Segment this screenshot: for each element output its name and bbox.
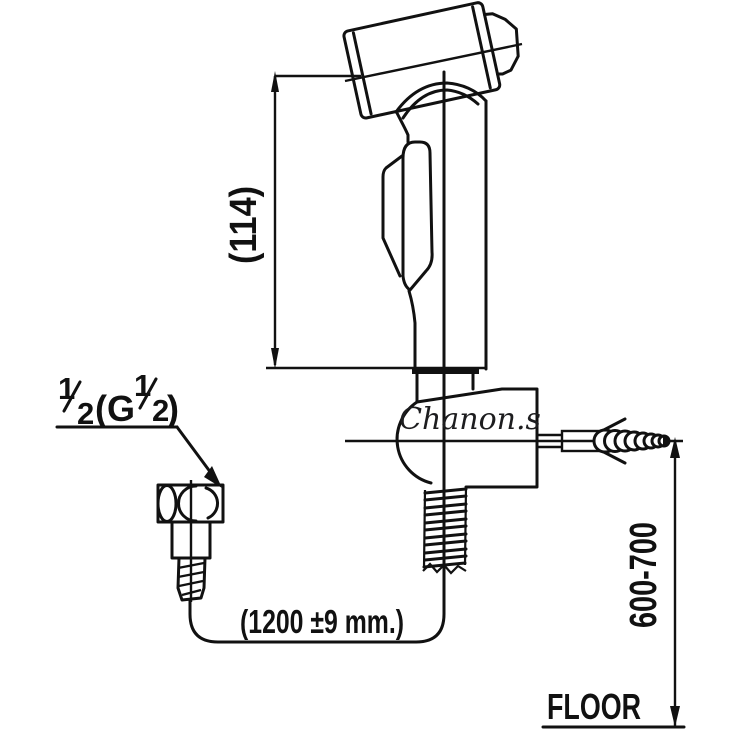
- hose-line: [188, 565, 446, 644]
- thread-slash1: [62, 380, 82, 413]
- handle-left-edge-top: [395, 111, 410, 144]
- bracket-watermark: Chanon.s: [399, 402, 541, 437]
- dimension-install-height: 600-700: [345, 437, 683, 727]
- head-end-nub: [483, 12, 520, 76]
- spray-face-line: [351, 31, 373, 116]
- handle-seam: [412, 369, 479, 374]
- wall-bracket: Chanon.s: [395, 387, 541, 489]
- hose: (1200 ±9 mm.): [188, 565, 446, 644]
- fitting-thread-outline: [176, 556, 207, 602]
- inlet-fitting: [156, 480, 225, 602]
- leader-arrow: [204, 466, 222, 488]
- handle-left-edge-bottom: [407, 289, 417, 371]
- fitting-ball-arc: [177, 484, 198, 523]
- thread-num2: 1: [134, 368, 151, 403]
- thread-den2: 2: [152, 393, 169, 428]
- thread-close: ): [167, 388, 179, 429]
- floor: FLOOR: [541, 686, 686, 729]
- dim-600-700-arrow-up: [670, 437, 680, 458]
- thread-size-label: 1 2 (G 1 2 ): [58, 368, 179, 431]
- dim-114-arrow-down: [271, 348, 279, 369]
- hose-coil: [422, 486, 468, 575]
- bracket-left-arc: [395, 400, 433, 485]
- neck-outer-arc: [394, 81, 488, 114]
- dim-600-700-arrow-down: [670, 706, 680, 727]
- anchor-tip: [663, 435, 672, 447]
- thread-mid: (G: [95, 388, 135, 429]
- floor-label: FLOOR: [547, 686, 641, 727]
- trigger-back-plate: [381, 154, 404, 278]
- mount-collar: [412, 369, 479, 404]
- dim-114-arrow-up: [271, 71, 279, 92]
- trigger-lever: [401, 140, 434, 292]
- thread-den1: 2: [77, 396, 94, 431]
- wall-screw-anchor: [538, 417, 672, 465]
- dim-114-label: (114): [223, 186, 265, 264]
- head-cap-line: [471, 5, 492, 90]
- fitting-nut: [170, 520, 212, 560]
- fitting-ball-arc-2: [204, 486, 219, 520]
- thread-slash2: [138, 377, 158, 410]
- coil-break-line: [422, 562, 467, 575]
- dimension-head-height: (114): [223, 42, 523, 370]
- dim-600-700-label: 600-700: [623, 522, 665, 628]
- hose-length-label: (1200 ±9 mm.): [240, 603, 404, 640]
- leader-line: [175, 425, 213, 475]
- neck-inner-arc: [401, 88, 480, 120]
- bracket-outline: [415, 387, 539, 489]
- neck: [394, 81, 488, 120]
- spray-head-outline: [342, 1, 502, 120]
- thread-size-callout: 1 2 (G 1 2 ): [55, 368, 222, 488]
- anchor-beads: [592, 428, 671, 454]
- fitting-thread-lines: [177, 561, 205, 597]
- spray-head: [342, 1, 520, 120]
- handle-body: [381, 99, 488, 371]
- fitting-end-face: [156, 484, 178, 523]
- thread-num1: 1: [58, 371, 75, 406]
